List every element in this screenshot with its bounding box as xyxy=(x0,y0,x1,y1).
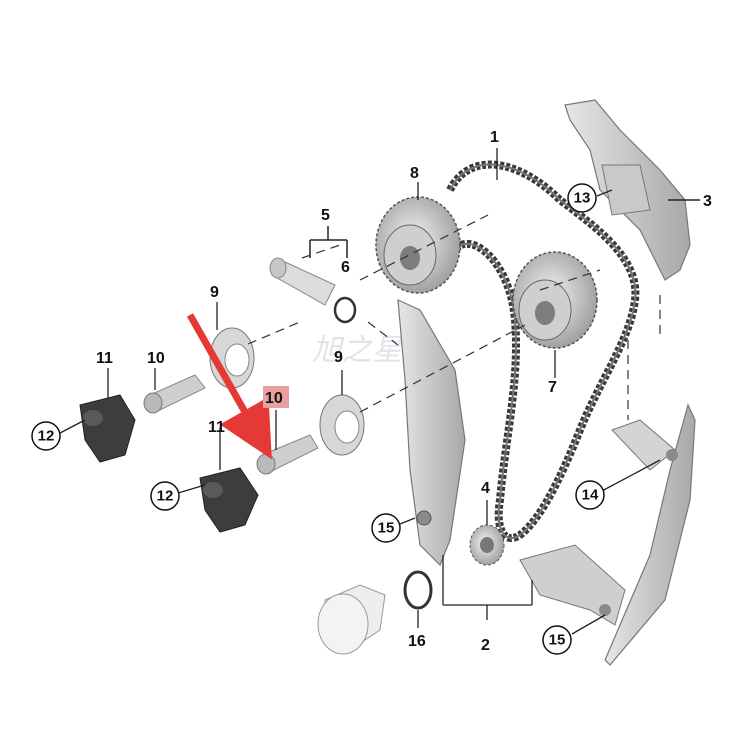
crank-sprocket xyxy=(469,524,505,566)
plug-with-oring xyxy=(317,570,433,655)
highlight-arrow xyxy=(186,313,272,460)
svg-text:12: 12 xyxy=(38,428,55,445)
callout-10-lower-highlighted: 10 xyxy=(265,390,283,407)
callout-9-upper: 9 xyxy=(210,284,219,301)
leader-lines xyxy=(59,148,661,635)
callout-16: 16 xyxy=(408,633,426,650)
callout-12-upper: 12 xyxy=(31,421,61,451)
timing-chain xyxy=(446,160,640,543)
svg-text:14: 14 xyxy=(582,487,599,504)
callout-13: 13 xyxy=(567,183,597,213)
callout-6: 6 xyxy=(341,259,350,276)
callout-7: 7 xyxy=(548,379,557,396)
callout-8: 8 xyxy=(410,165,419,182)
svg-text:15: 15 xyxy=(378,520,395,537)
watermark: 旭之星 xyxy=(312,333,404,368)
callout-11-upper: 11 xyxy=(96,350,113,367)
dashed-alignment-lines xyxy=(247,214,661,420)
svg-text:13: 13 xyxy=(574,190,591,207)
svg-text:15: 15 xyxy=(549,632,566,649)
bolt-upper xyxy=(143,374,206,414)
callout-15-left: 15 xyxy=(371,513,401,543)
callout-10-upper: 10 xyxy=(147,350,165,367)
bolt-lower xyxy=(256,434,319,475)
callout-3: 3 xyxy=(703,193,712,210)
chain-tensioner xyxy=(269,226,357,324)
callout-5: 5 xyxy=(321,207,330,224)
callout-11-lower: 11 xyxy=(208,419,225,436)
callout-1: 1 xyxy=(490,129,499,146)
callout-9-lower: 9 xyxy=(334,349,343,366)
svg-text:12: 12 xyxy=(157,488,174,505)
exhaust-cam-sprocket xyxy=(512,251,598,349)
callout-14: 14 xyxy=(575,480,605,510)
intake-cam-sprocket xyxy=(375,196,461,294)
tensioning-rail xyxy=(519,403,696,666)
highlight-label-bg xyxy=(263,386,289,408)
vanos-actuator-upper xyxy=(79,394,136,463)
callout-4: 4 xyxy=(481,480,490,497)
trigger-wheel-lower xyxy=(319,394,365,456)
callout-15-right: 15 xyxy=(542,625,572,655)
mount-bracket xyxy=(601,164,651,216)
vanos-actuator-lower xyxy=(199,467,259,533)
chain-guide-rail xyxy=(397,299,466,567)
callout-12-lower: 12 xyxy=(150,481,180,511)
callout-2: 2 xyxy=(481,637,490,654)
